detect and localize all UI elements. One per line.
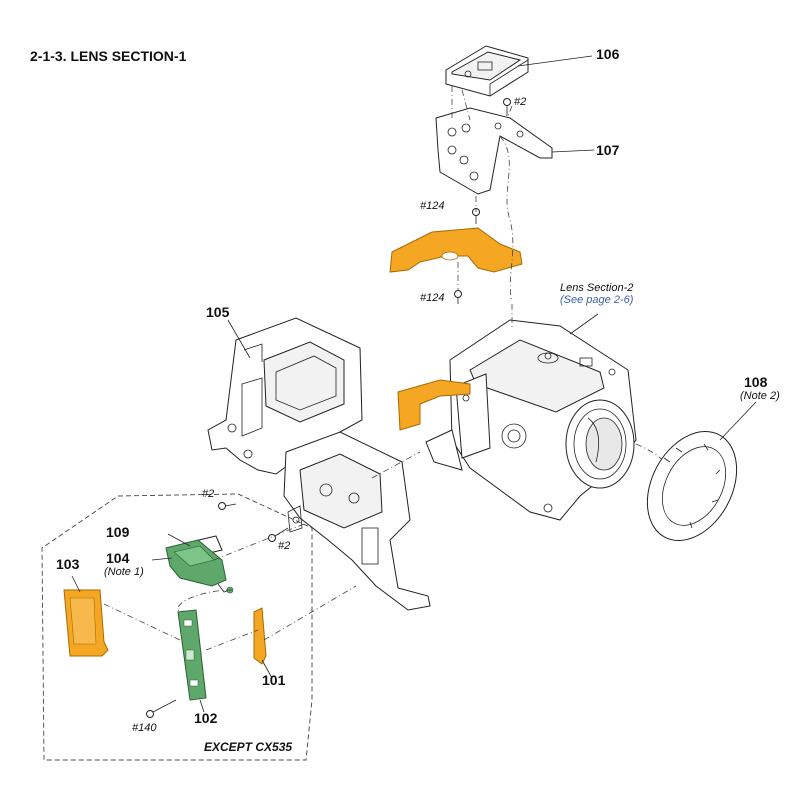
part-105-frame	[207, 317, 363, 475]
screw-label-2-mid: #2	[278, 540, 291, 552]
reference-label: Lens Section-2	[560, 282, 634, 294]
screw-label-140: #140	[132, 722, 157, 734]
part-103-flex	[63, 589, 109, 657]
part-label-107: 107	[596, 142, 620, 158]
lens-assembly	[425, 319, 637, 521]
screw-2-top	[503, 98, 511, 116]
part-101-flex	[253, 607, 267, 665]
part-label-108: 108	[744, 374, 768, 390]
page-title: 2-1-3. LENS SECTION-1	[30, 48, 187, 64]
lower-chassis	[283, 431, 431, 611]
flex-cable-middle	[397, 379, 471, 431]
part-102-board	[177, 609, 207, 701]
part-106-shoe	[445, 45, 529, 97]
part-label-109: 109	[106, 524, 130, 540]
flex-cable-upper	[389, 227, 523, 273]
note-1-label: (Note 1)	[104, 566, 144, 578]
screw-label-2-left: #2	[202, 488, 215, 500]
part-label-104: 104	[106, 550, 130, 566]
screw-label-124-upper: #124	[420, 200, 445, 212]
screw-124-lower	[454, 290, 462, 304]
note-2-label: (Note 2)	[740, 390, 780, 402]
screw-label-2-top: #2	[514, 96, 527, 108]
part-107-bracket	[435, 107, 553, 195]
part-108-ring	[646, 430, 738, 542]
part-label-103: 103	[56, 556, 80, 572]
screw-140	[146, 699, 177, 718]
part-label-106: 106	[596, 46, 620, 62]
part-label-105: 105	[206, 304, 230, 320]
except-cx535-label: EXCEPT CX535	[204, 740, 293, 754]
lens-section-2-reference: Lens Section-2 (See page 2-6)	[560, 282, 633, 306]
screw-2-left	[218, 502, 237, 510]
screw-label-124-lower: #124	[420, 292, 445, 304]
part-104-module	[165, 539, 234, 594]
reference-page-link[interactable]: (See page 2-6)	[560, 294, 634, 306]
part-label-101: 101	[262, 672, 286, 688]
except-group-outline	[41, 493, 313, 761]
part-label-102: 102	[194, 710, 218, 726]
